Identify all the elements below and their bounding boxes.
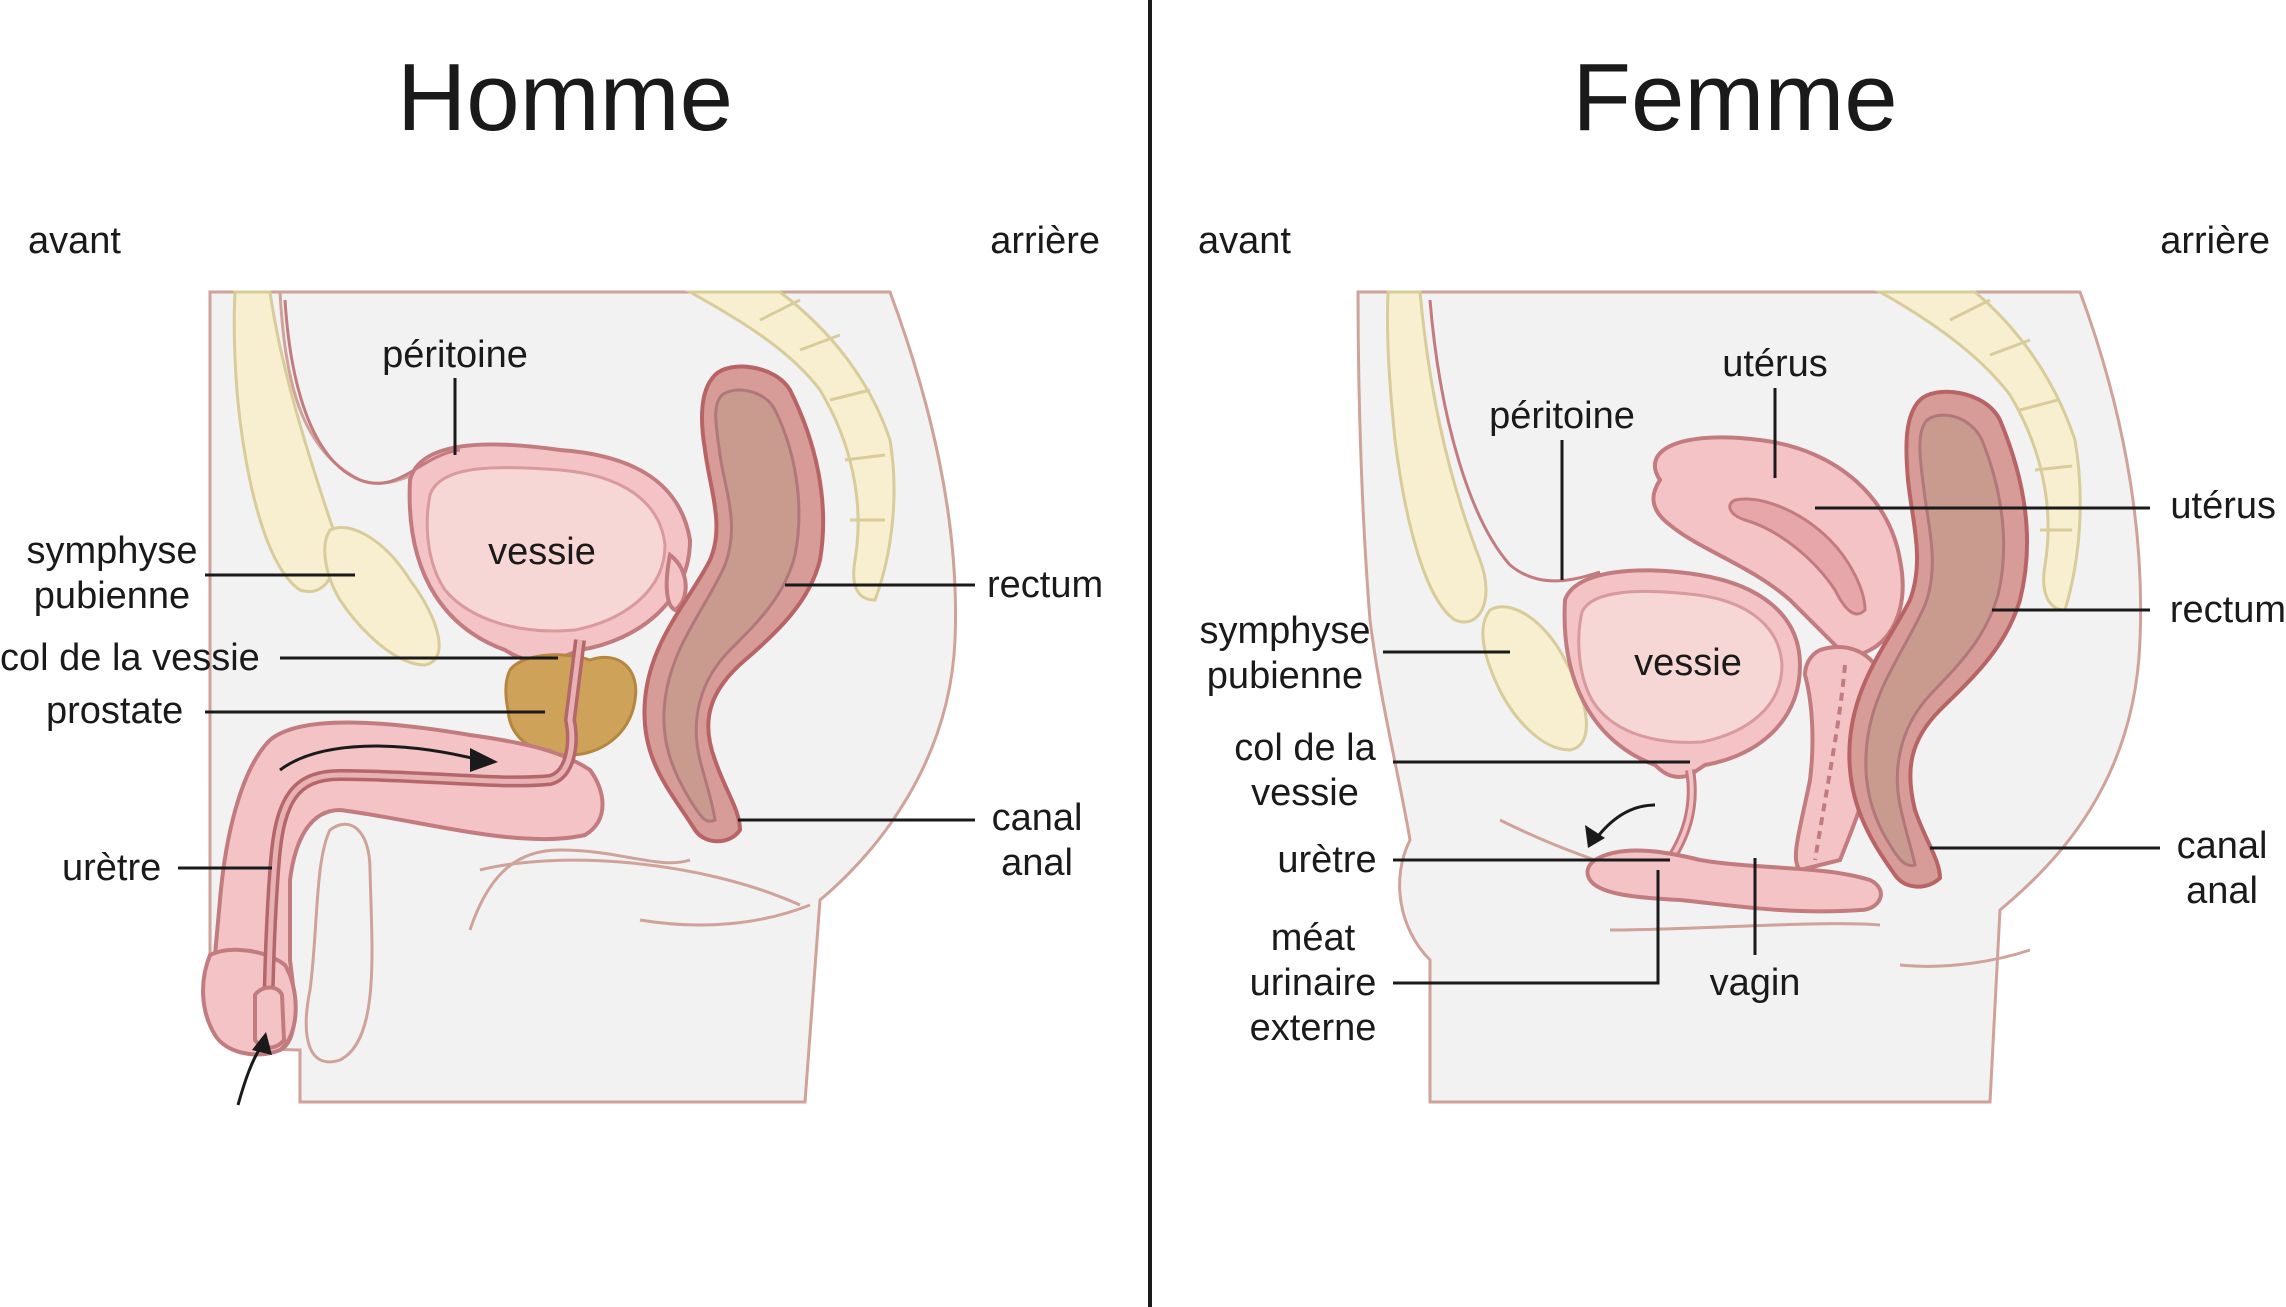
female-label-neck-1: col de la	[1234, 727, 1376, 769]
female-title: Femme	[1572, 44, 1897, 151]
female-peritoneum	[1428, 299, 1601, 583]
male-rectum-inner	[662, 388, 801, 823]
female-label-neck-2: vessie	[1251, 772, 1359, 814]
female-uterus	[1651, 435, 1905, 663]
male-label-pubic-2: pubienne	[34, 575, 190, 617]
male-vertebra-lines	[759, 298, 886, 522]
male-label-urethra: urètre	[62, 847, 161, 889]
female-label-vagina: vagin	[1710, 962, 1801, 1004]
male-label-pubic-1: symphyse	[26, 530, 197, 572]
male-sacrum	[684, 290, 896, 602]
female-label-uterus-top: utérus	[1722, 343, 1828, 385]
female-urethra-lumen	[1668, 769, 1694, 862]
male-label-prostate: prostate	[46, 690, 183, 732]
female-bladder-inner	[1577, 589, 1784, 744]
female-back-label: arrière	[2160, 220, 2270, 262]
male-urethra-tip	[253, 985, 287, 1050]
male-perineum-line	[468, 848, 691, 931]
male-bladder-inner	[425, 466, 667, 633]
female-label-meatus-3: externe	[1250, 1007, 1377, 1049]
female-uterine-cavity	[1728, 497, 1867, 616]
female-label-bladder: vessie	[1634, 642, 1742, 684]
female-pubic-symphysis	[1385, 290, 1488, 624]
male-pubic-bone	[323, 525, 441, 667]
female-vaginal-rugae	[1813, 664, 1847, 861]
male-seminal-vesicle	[664, 551, 688, 613]
male-label-bladder-neck: col de la vessie	[0, 637, 260, 679]
male-label-bladder: vessie	[488, 531, 596, 573]
female-front-label: avant	[1198, 220, 1291, 262]
female-label-meatus-1: méat	[1271, 917, 1356, 959]
female-buttock-line	[1899, 948, 2031, 968]
female-rectum-inner	[1864, 413, 2006, 868]
male-flow-arrowhead-lower	[252, 1032, 272, 1055]
female-label-rectum: rectum	[2170, 589, 2286, 631]
female-label-anal-1: canal	[2177, 825, 2268, 867]
male-back-label: arrière	[990, 220, 1100, 262]
male-peritoneum	[283, 299, 461, 485]
male-label-anal-1: canal	[992, 797, 1083, 839]
male-flow-arrowhead-upper	[470, 748, 498, 772]
female-label-pubic-1: symphyse	[1199, 610, 1370, 652]
female-label-peritoneum: péritoine	[1489, 395, 1635, 437]
female-flow-arrowhead	[1585, 825, 1605, 848]
female-vertebra-lines	[1949, 298, 2073, 532]
female-pubic-bone	[1481, 605, 1588, 752]
male-label-anal-2: anal	[1001, 842, 1073, 884]
male-panel: Homme avant arrière vessie	[0, 44, 1103, 1106]
female-label-anal-2: anal	[2186, 870, 2258, 912]
male-front-label: avant	[28, 220, 121, 262]
male-label-rectum: rectum	[987, 564, 1103, 606]
female-vulva	[1585, 848, 1883, 914]
female-label-meatus-2: urinaire	[1250, 962, 1377, 1004]
female-panel: Femme avant arrière vessie	[1198, 44, 2286, 1104]
female-label-pubic-2: pubienne	[1207, 655, 1363, 697]
male-title: Homme	[397, 44, 733, 151]
female-label-urethra: urètre	[1277, 839, 1376, 881]
male-pubic-symphysis	[232, 290, 338, 594]
male-scrotum	[304, 822, 374, 1064]
male-flow-arrow-upper	[279, 744, 481, 772]
female-label-uterus-right: utérus	[2170, 485, 2276, 527]
female-sacrum	[1874, 290, 2082, 612]
male-buttock-line	[639, 903, 811, 927]
male-urethra-lumen	[265, 639, 583, 1041]
male-label-peritoneum: péritoine	[382, 334, 528, 376]
female-leader-meatus	[1393, 870, 1660, 985]
